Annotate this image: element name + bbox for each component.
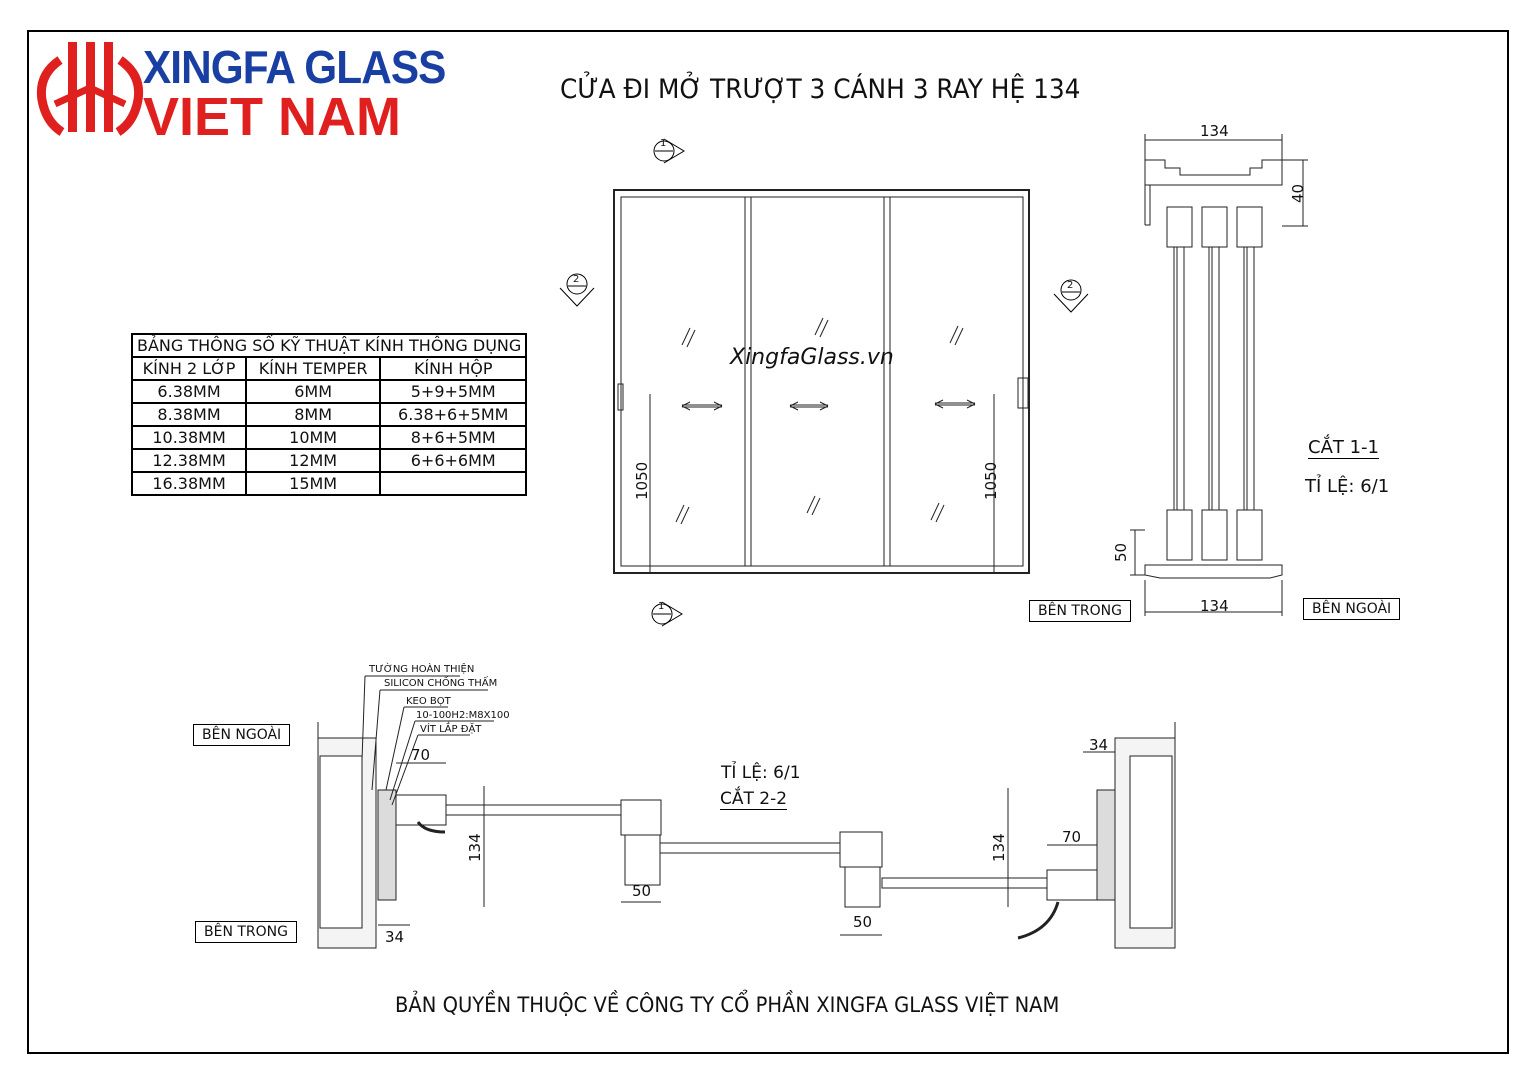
s11-top-height: 40 [1289, 183, 1307, 203]
spec-cell: 8+6+5MM [379, 425, 528, 450]
spec-cell: 10MM [245, 425, 382, 450]
s22-dim-mid-50a: 50 [632, 882, 652, 900]
spec-cell: 15MM [245, 471, 382, 496]
s22-inside-label: BÊN TRONG [195, 921, 297, 943]
s11-scale: TỈ LỆ: 6/1 [1305, 476, 1390, 497]
callout-foam: KEO BỌT [406, 696, 451, 707]
spec-cell: 6+6+6MM [379, 448, 528, 473]
marker-2-right-label: 2 [1067, 280, 1074, 291]
spec-row: 8.38MM 8MM 6.38+6+5MM [130, 402, 528, 427]
spec-cell: 8.38MM [130, 402, 248, 427]
logo-mark-icon [36, 42, 144, 136]
s11-top-width: 134 [1200, 122, 1229, 140]
spec-row: 12.38MM 12MM 6+6+6MM [130, 448, 528, 473]
s22-outside-label: BÊN NGOÀI [193, 724, 291, 746]
spec-title-row: BẢNG THÔNG SỐ KỸ THUẬT KÍNH THÔNG DỤNG [130, 333, 528, 358]
marker-2-left-label: 2 [573, 274, 580, 285]
s11-bottom-height: 50 [1112, 542, 1130, 562]
callout-silicone: SILICON CHỐNG THẤM [384, 678, 498, 689]
elevation-dim-left: 1050 [633, 461, 651, 500]
marker-1-bottom-label: 1 [658, 601, 665, 612]
spec-cell: 8MM [245, 402, 382, 427]
section-marker-1-bottom-icon [651, 601, 683, 627]
section-marker-2-right-icon [1053, 279, 1089, 313]
s11-name: CẮT 1-1 [1308, 437, 1379, 459]
spec-cell [379, 471, 528, 496]
marker-1-top-label: 1 [660, 138, 667, 149]
spec-cell: 16.38MM [130, 471, 248, 496]
spec-header: KÍNH 2 LỚP [130, 356, 248, 381]
elevation-dim-right: 1050 [982, 461, 1000, 500]
spec-table: BẢNG THÔNG SỐ KỸ THUẬT KÍNH THÔNG DỤNG K… [130, 333, 528, 496]
spec-cell: 12MM [245, 448, 382, 473]
s22-dim-left-70: 70 [411, 746, 431, 764]
spec-row: 6.38MM 6MM 5+9+5MM [130, 379, 528, 404]
spec-row: 10.38MM 10MM 8+6+5MM [130, 425, 528, 450]
s11-outside-label: BÊN NGOÀI [1303, 598, 1401, 620]
section-marker-1-top-icon [653, 138, 685, 164]
spec-cell: 12.38MM [130, 448, 248, 473]
spec-row: 16.38MM 15MM [130, 471, 528, 496]
watermark-text: XingfaGlass.vn [730, 345, 894, 370]
door-elevation [613, 189, 1030, 574]
spec-cell: 10.38MM [130, 425, 248, 450]
s22-dim-left-34: 34 [385, 928, 405, 946]
drawing-frame [27, 30, 1509, 1054]
drawing-title: CỬA ĐI MỞ TRƯỢT 3 CÁNH 3 RAY HỆ 134 [560, 74, 1081, 105]
copyright-footer: BẢN QUYỀN THUỘC VỀ CÔNG TY CỔ PHẦN XINGF… [395, 993, 1060, 1017]
spec-cell: 5+9+5MM [379, 379, 528, 404]
s11-inside-label: BÊN TRONG [1029, 600, 1131, 622]
s22-dim-right-134: 134 [990, 833, 1008, 862]
section-1-1-drawing [1130, 134, 1308, 616]
callout-screw: VÍT LẮP ĐẶT [420, 724, 482, 735]
s22-scale: TỈ LỆ: 6/1 [721, 763, 801, 783]
spec-cell: 6.38+6+5MM [379, 402, 528, 427]
spec-title: BẢNG THÔNG SỐ KỸ THUẬT KÍNH THÔNG DỤNG [130, 333, 528, 358]
s22-dim-right-70: 70 [1062, 828, 1082, 846]
spec-cell: 6.38MM [130, 379, 248, 404]
section-2-2-drawing [317, 675, 1176, 949]
spec-header-row: KÍNH 2 LỚP KÍNH TEMPER KÍNH HỘP [130, 356, 528, 381]
callout-finished-wall: TƯỜNG HOÀN THIỆN [369, 664, 475, 675]
s22-dim-left-134: 134 [466, 833, 484, 862]
s11-bottom-width: 134 [1200, 597, 1229, 615]
logo-line1: XINGFA GLASS [143, 41, 446, 93]
section-marker-2-left-icon [559, 273, 595, 307]
s22-name: CẮT 2-2 [720, 789, 788, 810]
callout-anchor: 10-100H2:M8X100 [416, 710, 510, 721]
spec-header: KÍNH HỘP [379, 356, 528, 381]
spec-cell: 6MM [245, 379, 382, 404]
s22-dim-mid-50b: 50 [853, 913, 873, 931]
logo-line2: VIET NAM [143, 87, 402, 147]
spec-header: KÍNH TEMPER [245, 356, 382, 381]
s22-dim-right-34: 34 [1089, 736, 1109, 754]
